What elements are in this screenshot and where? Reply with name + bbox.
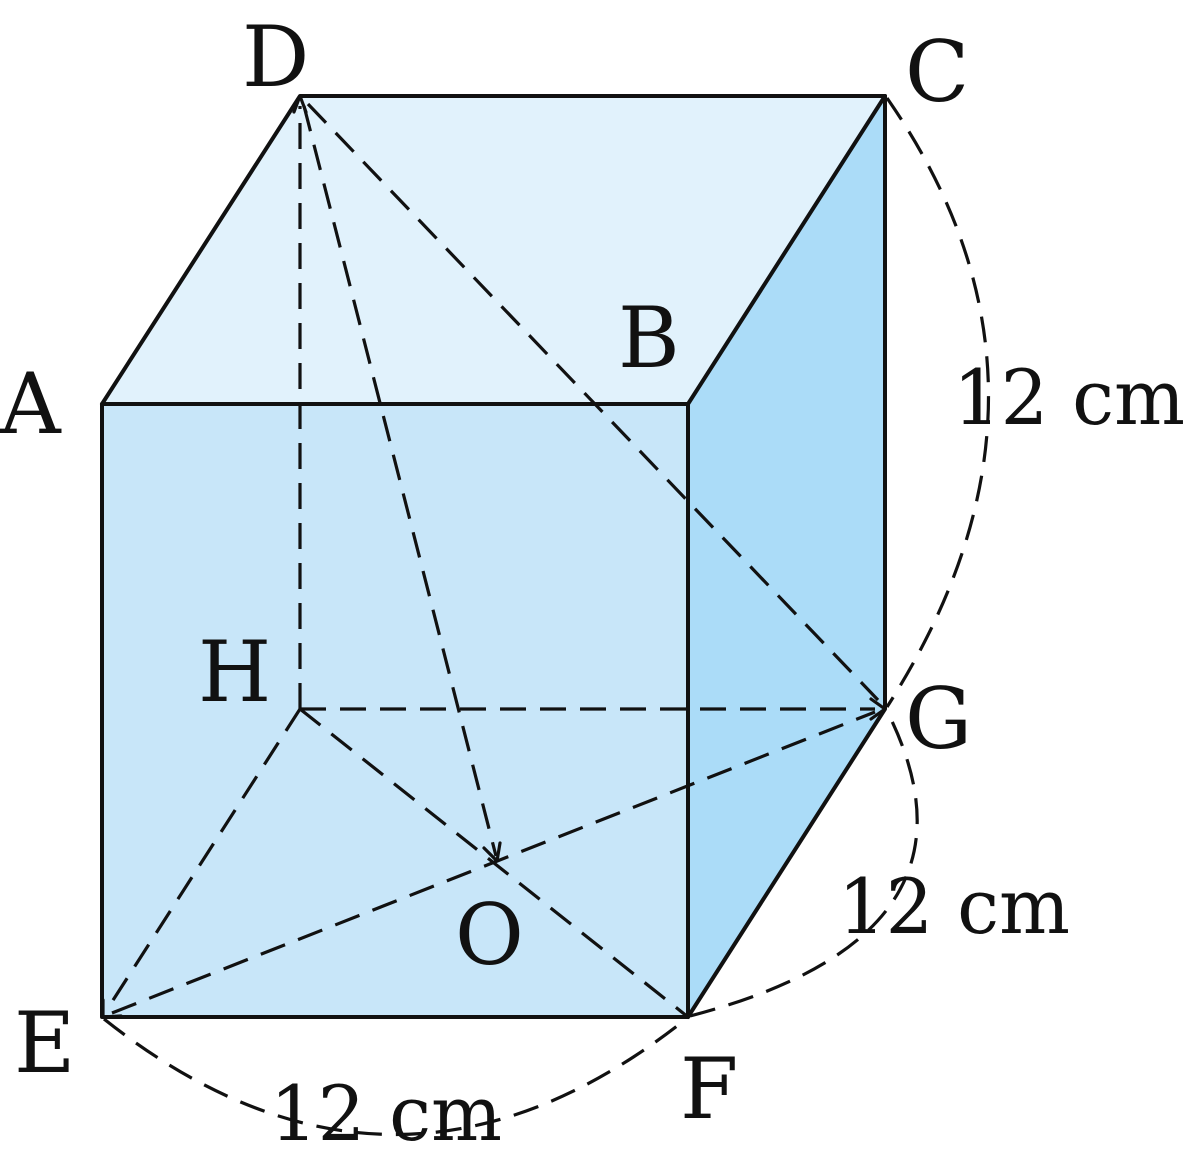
- arrowhead-o-icon: [482, 841, 502, 863]
- vertex-label-d: D: [242, 8, 309, 106]
- diagonal-hf: [299, 707, 689, 1019]
- dimension-arc-cg: [885, 97, 990, 708]
- hidden-edge-he: [106, 708, 302, 1009]
- right-face-outline: [686, 94, 887, 1019]
- vertex-label-f: F: [680, 1040, 738, 1138]
- dimension-label-ef: 12 cm: [270, 1069, 502, 1158]
- vertex-label-g: G: [905, 670, 972, 768]
- dimension-label-fg: 12 cm: [838, 862, 1070, 951]
- right-face: [688, 96, 885, 1017]
- dimension-arc-fg: [689, 710, 919, 1018]
- segment-do: [302, 105, 498, 857]
- dimension-arc-ef: [103, 1017, 687, 1136]
- dimension-label-cg: 12 cm: [953, 353, 1185, 442]
- top-face: [102, 96, 885, 404]
- vertex-label-b: B: [618, 289, 680, 387]
- vertex-label-o: O: [455, 886, 524, 984]
- vertex-label-a: A: [0, 355, 62, 453]
- vertex-label-e: E: [14, 994, 75, 1092]
- vertex-label-c: C: [905, 23, 969, 121]
- vertex-label-h: H: [198, 623, 271, 721]
- top-face-outline: [100, 94, 887, 406]
